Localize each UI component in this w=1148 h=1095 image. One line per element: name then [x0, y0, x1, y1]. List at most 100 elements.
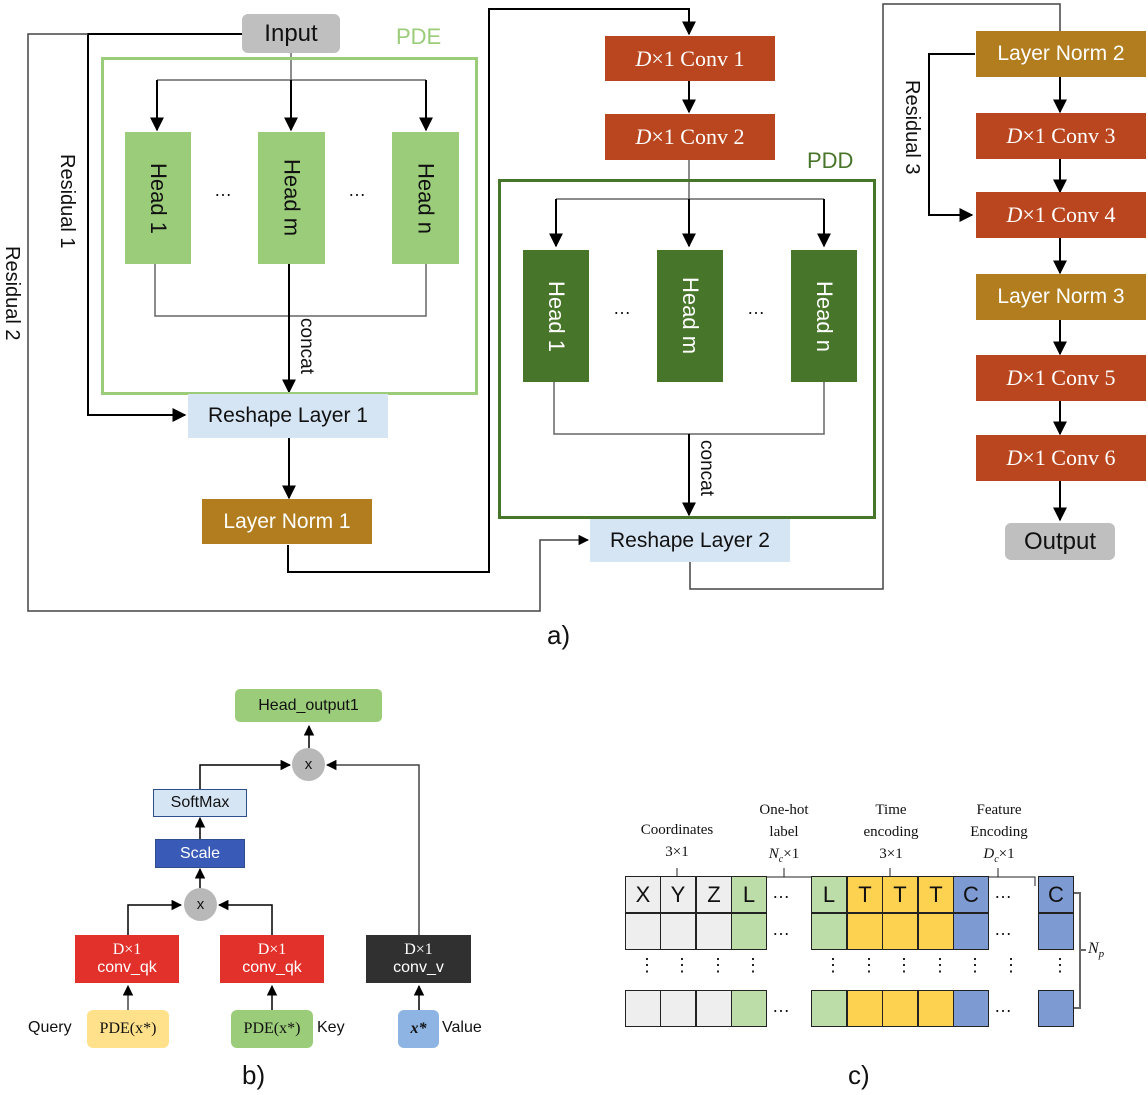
b-conv-v: D×1 conv_v: [366, 935, 471, 983]
pde-head-n-label: Head n: [413, 162, 439, 234]
c-ellipsis: …: [772, 919, 790, 939]
b-value-input: x*: [398, 1010, 439, 1048]
c-group-onehot-size: Nc×1: [768, 845, 800, 865]
residual-2-path: [27, 33, 590, 612]
c-cell: [625, 990, 661, 1027]
layer-norm-2: Layer Norm 2: [976, 31, 1146, 77]
pde-head-1-label: Head 1: [146, 162, 171, 234]
reshape2-to-ln2: [689, 3, 1061, 590]
c-cell: [731, 990, 767, 1027]
b-query-input: PDE(x*): [87, 1010, 169, 1048]
c-cell: [811, 990, 847, 1027]
conv-5-d-symbol: D: [1006, 365, 1023, 390]
b-value-label: Value: [442, 1019, 482, 1036]
panel-a-caption: a): [547, 620, 571, 650]
residual-1-label: Residual 1: [56, 154, 78, 249]
c-brace-rows: [1074, 892, 1086, 1009]
pde-ellipsis-2: …: [348, 180, 366, 200]
pde-concat-label: concat: [296, 318, 317, 374]
c-cell: [625, 913, 661, 950]
c-cell: [1038, 913, 1074, 950]
c-cell: [882, 913, 918, 950]
c-vdots: ⋮: [931, 955, 949, 975]
c-cell: [953, 913, 989, 950]
conv-2: D×1 Conv 2: [605, 114, 775, 160]
c-ellipsis: …: [772, 996, 790, 1016]
c-cell: Z: [696, 876, 732, 913]
pde-head-m-label: Head m: [279, 159, 305, 237]
c-vdots: ⋮: [895, 955, 913, 975]
c-cell: C: [1038, 876, 1074, 913]
c-cell: [953, 990, 989, 1027]
residual-3-path: [928, 53, 975, 222]
reshape-layer-2: Reshape Layer 2: [590, 519, 790, 562]
c-vdots: ⋮: [860, 955, 878, 975]
c-cell: [696, 990, 732, 1027]
c-vdots: ⋮: [673, 955, 691, 975]
conv-4-label: ×1 Conv 4: [1022, 202, 1116, 227]
residual-2-label: Residual 2: [1, 246, 23, 341]
c-cell: [1038, 990, 1074, 1027]
c-cell: [660, 913, 696, 950]
c-group-coordinates: Coordinates 3×1: [622, 800, 732, 864]
input-node: Input: [242, 14, 340, 53]
c-vdots: ⋮: [1051, 955, 1069, 975]
panel-c-caption: c): [848, 1060, 870, 1090]
c-cell: T: [918, 876, 954, 913]
b-softmax: SoftMax: [153, 789, 247, 817]
conv-3-d-symbol: D: [1006, 123, 1023, 148]
layer-norm-1: Layer Norm 1: [202, 499, 372, 544]
c-vdots: ⋮: [824, 955, 842, 975]
c-cell: L: [811, 876, 847, 913]
conv-6: D×1 Conv 6: [976, 435, 1146, 481]
conv-4: D×1 Conv 4: [976, 192, 1146, 238]
conv-1-label: ×1 Conv 1: [651, 45, 745, 71]
c-group-time-title-1: Time: [875, 802, 907, 818]
c-cell: Y: [660, 876, 696, 913]
pdd-head-1: Head 1: [523, 250, 589, 382]
conv-5: D×1 Conv 5: [976, 355, 1146, 401]
pde-head-m: Head m: [258, 132, 325, 264]
pdd-head-m: Head m: [657, 250, 723, 382]
c-group-onehot: One-hot label Nc×1: [739, 800, 829, 867]
c-rows-label-n: N: [1088, 940, 1099, 957]
conv-5-label: ×1 Conv 5: [1022, 365, 1116, 390]
pdd-concat-label: concat: [696, 440, 717, 496]
pde-head-1: Head 1: [125, 132, 191, 264]
c-ellipsis: …: [994, 882, 1012, 902]
pdd-title: PDD: [807, 148, 854, 173]
b-conv-qk-key-label: conv_qk: [242, 959, 302, 976]
b-multiply-bottom: x: [184, 888, 217, 921]
c-vdots: ⋮: [1002, 955, 1020, 975]
pdd-head-1-label: Head 1: [544, 280, 569, 352]
pde-ellipsis-1: …: [214, 180, 232, 200]
c-cell: T: [847, 876, 883, 913]
pdd-head-n: Head n: [791, 250, 857, 382]
c-group-time-size: 3×1: [879, 845, 903, 862]
c-cell: [882, 990, 918, 1027]
conv-6-d-symbol: D: [1006, 445, 1023, 470]
c-cell: T: [882, 876, 918, 913]
pde-title: PDE: [396, 24, 442, 49]
c-vdots: ⋮: [709, 955, 727, 975]
pdd-head-m-label: Head m: [678, 277, 703, 355]
c-ellipsis: …: [994, 919, 1012, 939]
c-cell: [847, 913, 883, 950]
pdd-ellipsis-1: …: [613, 298, 631, 318]
c-group-feature-title-1: Feature: [976, 802, 1022, 818]
b-conv-qk-query-dim: D×1: [112, 940, 142, 958]
residual-1-path: [87, 33, 242, 422]
c-cell: [696, 913, 732, 950]
c-group-onehot-title-1: One-hot: [759, 802, 809, 818]
conv-3: D×1 Conv 3: [976, 113, 1146, 159]
b-scale: Scale: [155, 839, 245, 868]
c-cell: [660, 990, 696, 1027]
conv-2-d-symbol: D: [635, 124, 652, 149]
b-conv-v-label: conv_v: [393, 959, 444, 976]
c-group-time-title-2: encoding: [863, 823, 919, 840]
c-cell: [918, 990, 954, 1027]
c-vdots: ⋮: [638, 955, 656, 975]
conv-3-label: ×1 Conv 3: [1022, 123, 1116, 148]
b-convv-to-mult2: [325, 759, 420, 935]
b-softmax-to-mult2: [199, 759, 292, 790]
